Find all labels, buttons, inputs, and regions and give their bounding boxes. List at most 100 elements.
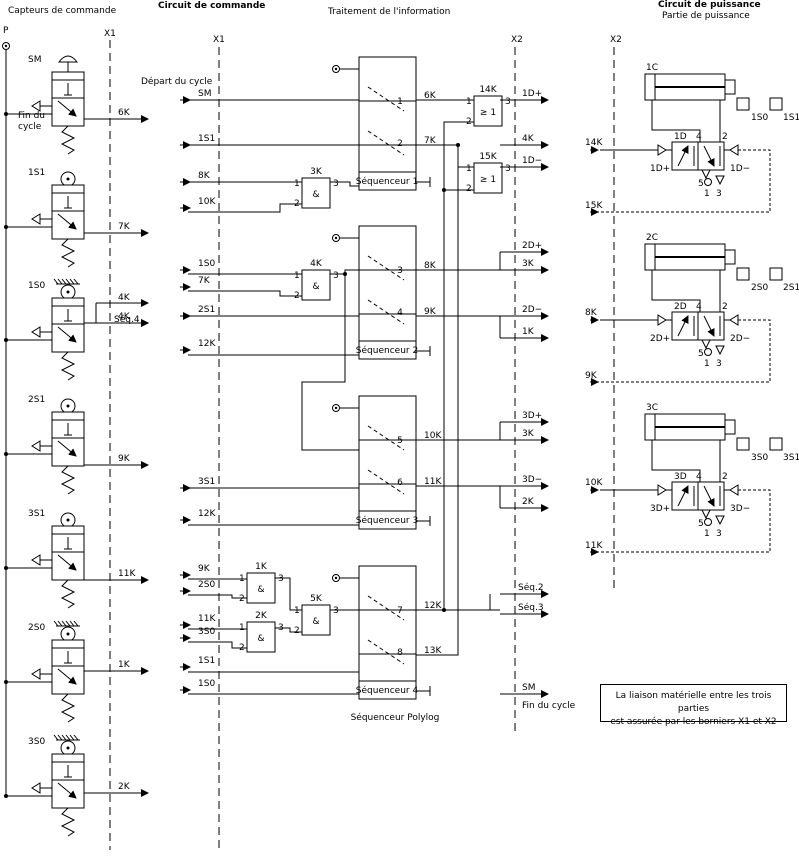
rod-end [724, 79, 736, 95]
input-label: SM [198, 89, 211, 99]
wire [84, 303, 97, 324]
supply-icon [704, 348, 712, 356]
cam-hatch [53, 278, 59, 285]
valve-head [51, 753, 85, 763]
exhaust-icon [715, 515, 725, 526]
power-input-label: 11K [585, 541, 603, 551]
gate-pin: 3 [333, 606, 339, 616]
gate-name: 2K [255, 611, 268, 621]
valve-dplus-label: 2D+ [650, 334, 670, 344]
pilot-right-icon [729, 314, 739, 326]
step-diagonal [367, 595, 405, 621]
output-label: 1K [522, 327, 535, 337]
port-line [651, 280, 701, 312]
cam-hatch [73, 620, 79, 627]
gate-pin: 2 [466, 184, 472, 194]
limit-switch-1s0 [736, 437, 750, 451]
cam-hatch [65, 734, 71, 741]
valve-cell-bottom [51, 551, 85, 581]
input-label: 1S1 [198, 656, 215, 666]
step-number: 5 [397, 436, 403, 446]
switch-label: 3S1 [783, 453, 799, 463]
exhaust-icon [31, 213, 41, 225]
label-fin-cycle: Fin du cycle [522, 701, 576, 711]
input-label: 3S1 [198, 477, 215, 487]
output-label: 1D+ [522, 89, 542, 99]
pilot-line [596, 319, 771, 383]
sequencer-box [358, 565, 417, 700]
flow-arrow [57, 100, 77, 117]
gate-box [301, 177, 331, 209]
exhaust-icon [31, 668, 41, 680]
input-label: 9K [198, 564, 211, 574]
valve-head [51, 71, 85, 81]
header-capteurs: Capteurs de commande [8, 6, 117, 16]
gate-box [473, 95, 503, 127]
port-line [651, 450, 701, 482]
port-number: 5 [698, 349, 704, 359]
note-line-2: est assurée par les borniers X1 et X2 [610, 717, 777, 727]
step-diagonal [367, 425, 405, 451]
gate-name: 15K [479, 152, 497, 162]
limit-switch-1s1 [769, 267, 783, 281]
sensor-note: Fin du [18, 111, 45, 121]
valve-flow [677, 485, 689, 507]
switch-label: 1S0 [751, 113, 768, 123]
power-input-label: 9K [585, 371, 598, 381]
supply-icon-dot [4, 44, 8, 48]
gate-pin: 3 [278, 574, 284, 584]
rod-end [724, 419, 736, 435]
output-label: 1D− [522, 156, 542, 166]
start-icon-dot [334, 406, 338, 410]
step-number: 1 [397, 97, 403, 107]
gate-pin: 1 [239, 623, 245, 633]
gate-name: 4K [310, 259, 323, 269]
step-diagonal [367, 639, 405, 665]
pilot-left-icon [657, 314, 667, 326]
gate-name: 14K [479, 85, 497, 95]
sensor-output-label: 9K [118, 454, 131, 464]
step-output-label: 11K [424, 477, 442, 487]
flow-arrow [57, 668, 77, 685]
note-line-1: La liaison matérielle entre les trois pa… [615, 691, 772, 714]
label-x1-left: X1 [104, 29, 116, 39]
step-output-label: 8K [424, 261, 437, 271]
input-label: 12K [198, 339, 216, 349]
gate-symbol: & [312, 282, 319, 292]
exhaust-icon [701, 169, 711, 180]
gate-pin: 2 [239, 594, 245, 604]
output-label: 4K [522, 134, 535, 144]
step-number: 7 [397, 606, 403, 616]
sequencer-box [358, 225, 417, 360]
input-label: 1S0 [198, 259, 215, 269]
output-label: Séq.2 [518, 582, 544, 593]
port-number: 1 [704, 359, 710, 369]
input-label: 2S0 [198, 580, 215, 590]
switch-label: 3S0 [751, 453, 768, 463]
gate-pin: 3 [505, 97, 511, 107]
port-number: 5 [698, 179, 704, 189]
cam-hatch [73, 734, 79, 741]
sequencer-label: Séquenceur 2 [356, 345, 418, 356]
cam-hatch [53, 734, 59, 741]
gate-name: 3K [310, 167, 323, 177]
cam-hatch [57, 278, 63, 285]
supply-junction [4, 112, 8, 116]
gate-pin: 1 [294, 179, 300, 189]
input-label: 8K [198, 171, 211, 181]
sequencer-label: Séquenceur 4 [356, 685, 419, 696]
gate-name: 5K [310, 594, 323, 604]
input-label: 10K [198, 197, 216, 207]
roller-center [66, 746, 70, 750]
